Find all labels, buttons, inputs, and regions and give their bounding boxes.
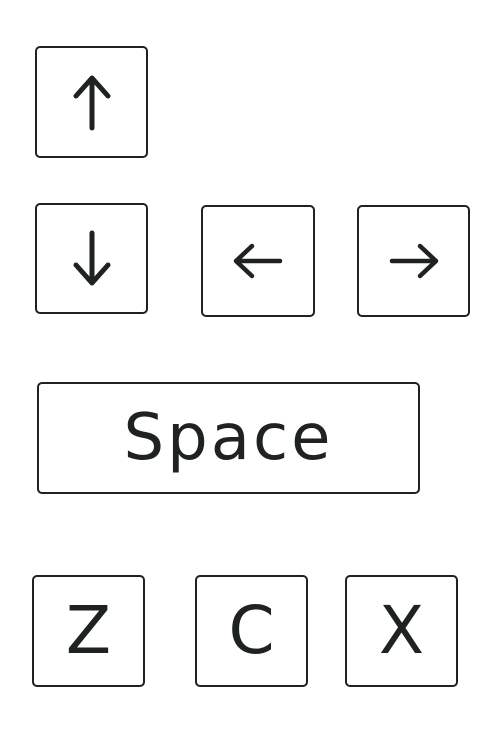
arrow-right-icon xyxy=(389,243,438,279)
z-key-label: Z xyxy=(65,592,112,669)
arrow-left-icon xyxy=(233,243,283,279)
arrow-up-icon xyxy=(73,75,110,131)
x-key[interactable]: X xyxy=(345,575,458,687)
arrow-down-icon xyxy=(73,230,110,285)
c-key[interactable]: C xyxy=(195,575,308,687)
c-key-label: C xyxy=(228,592,275,669)
left-arrow-key[interactable] xyxy=(201,205,315,317)
up-arrow-key[interactable] xyxy=(35,46,148,158)
space-key-label: Space xyxy=(123,401,334,475)
z-key[interactable]: Z xyxy=(32,575,145,687)
space-key[interactable]: Space xyxy=(37,382,420,494)
right-arrow-key[interactable] xyxy=(357,205,470,317)
x-key-label: X xyxy=(378,592,425,669)
down-arrow-key[interactable] xyxy=(35,203,148,314)
